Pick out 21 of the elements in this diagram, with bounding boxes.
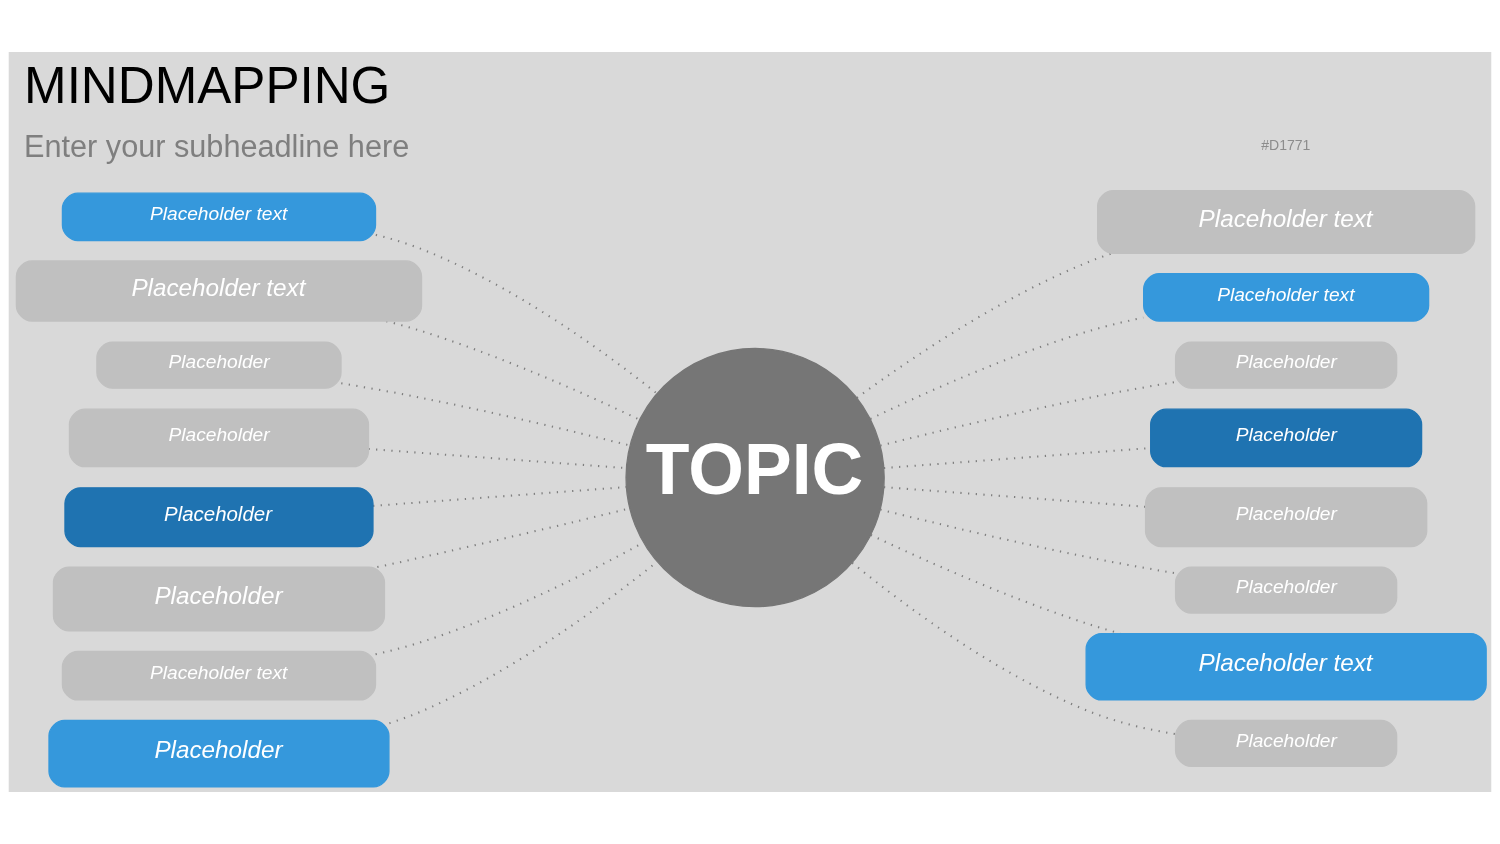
node-box: Placeholder [48, 719, 390, 788]
node-box: Placeholder [1144, 487, 1428, 548]
node-box: Placeholder [1174, 566, 1398, 614]
node-box: Placeholder [1174, 341, 1398, 389]
connector [375, 233, 658, 395]
node-box: Placeholder text [61, 192, 377, 242]
node-circle: TOPIC [625, 347, 885, 608]
node-box: Placeholder [1150, 408, 1423, 468]
node-box: Placeholder text [61, 650, 377, 701]
label: Enter your subheadline here [24, 129, 410, 164]
label: #D1771 [1261, 137, 1311, 154]
node-box: Placeholder text [1143, 273, 1430, 322]
node-box: Placeholder text [1085, 632, 1487, 701]
node-box: Placeholder [52, 566, 386, 632]
node-box: Placeholder text [15, 260, 423, 322]
node-box: Placeholder text [1097, 190, 1476, 254]
node-box: Placeholder [96, 341, 342, 389]
node-box: Placeholder [1174, 719, 1398, 768]
diagram-title: MINDMAPPING [24, 57, 391, 115]
node-box: Placeholder [64, 487, 374, 548]
node-box: Placeholder [68, 408, 370, 468]
